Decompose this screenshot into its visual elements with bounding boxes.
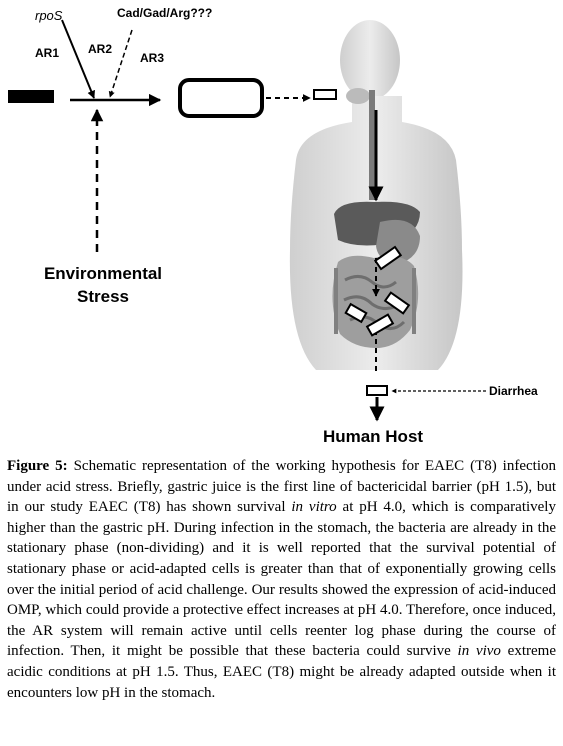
rpos-arrow [61, 19, 95, 99]
cad-label: Cad/Gad/Arg??? [117, 6, 212, 20]
mouth-region [346, 88, 370, 104]
rpos-label: rpoS [35, 8, 63, 23]
ar3-label: AR3 [140, 51, 164, 65]
head-shape [340, 20, 400, 100]
cad-dashed-arrow [108, 29, 133, 98]
ar1-label: AR1 [35, 46, 59, 60]
caption-figure-label: Figure 5: [7, 458, 68, 474]
hypothesis-diagram: rpoS Cad/Gad/Arg??? AR1 AR2 AR3 Environm… [8, 6, 538, 446]
colon-outline [334, 268, 416, 334]
caption-text-2: at pH 4.0, which is comparatively higher… [7, 499, 556, 660]
bacterium-exit [366, 385, 388, 396]
bacterium-intestine-3 [365, 313, 395, 337]
ar2-label: AR2 [88, 42, 112, 56]
caption-in-vivo: in vivo [457, 643, 501, 660]
intestine-shape [332, 255, 419, 348]
gene-bar [8, 90, 54, 103]
caption-text-1: Schematic representation of the working … [7, 458, 556, 516]
bacterium-intestine-2 [344, 302, 368, 324]
bacterium-intestine-1 [383, 291, 411, 315]
bacterium-stomach [373, 245, 403, 271]
bacterium-large [178, 78, 264, 118]
environmental-label: Environmental [44, 264, 162, 283]
diarrhea-label: Diarrhea [489, 384, 538, 398]
stress-label: Stress [77, 287, 129, 306]
caption-in-vitro: in vitro [291, 499, 337, 516]
bacterium-mouth [313, 89, 337, 100]
figure-caption: Figure 5: Schematic representation of th… [7, 456, 556, 703]
human-body-illustration [289, 20, 463, 370]
caption-text-3: extreme acidic conditions at pH 1.5. Thu… [7, 643, 556, 701]
human-host-label: Human Host [323, 427, 423, 446]
